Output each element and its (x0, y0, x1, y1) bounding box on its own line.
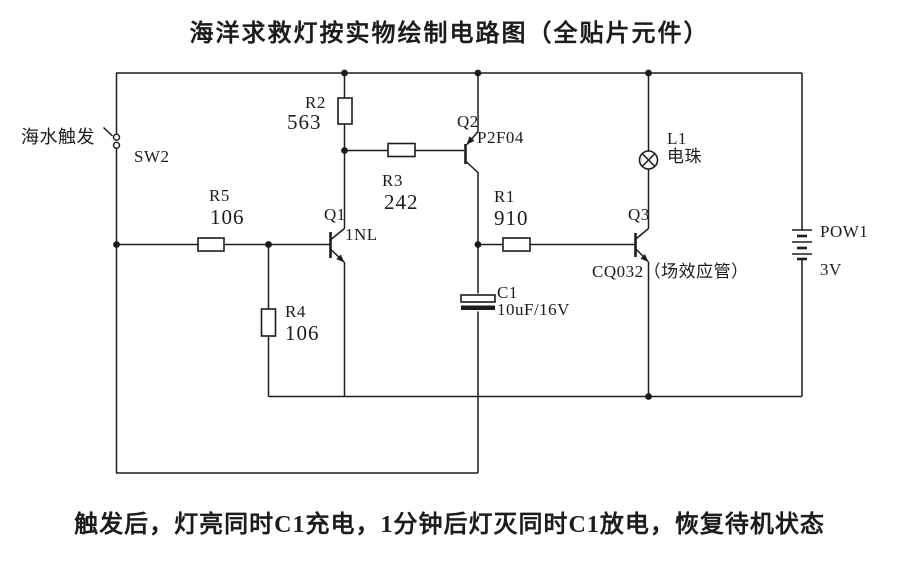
c1-ref-label: C1 (497, 283, 518, 302)
lamp-l1-symbol (638, 150, 659, 170)
junction-dot (474, 69, 482, 77)
capacitor-c1-symbol (460, 293, 496, 312)
resistor-r1-symbol (502, 237, 531, 252)
emitter-arrow-icon (640, 254, 649, 262)
resistor-r4-symbol (260, 308, 277, 337)
r1-value-label: 910 (494, 206, 529, 230)
junction-dot (645, 69, 652, 77)
junction-dot (113, 241, 120, 248)
r1-ref-label: R1 (494, 187, 515, 206)
junction-dot (341, 147, 348, 154)
switch-sw2-symbol (102, 126, 121, 150)
l1-name-label: 电珠 (667, 147, 702, 166)
l1-ref-label: L1 (667, 129, 687, 148)
junction-dot (341, 69, 348, 77)
page-title: 海洋求救灯按实物绘制电路图（全贴片元件） (189, 21, 710, 47)
resistor-r3-symbol (387, 142, 416, 158)
sw2-ref-label: SW2 (134, 147, 170, 166)
r2-ref-label: R2 (305, 93, 326, 112)
pow1-value-label: 3V (820, 260, 842, 279)
q1-ref-label: Q1 (324, 205, 346, 224)
q3-ref-label: Q3 (628, 205, 650, 224)
junction-dot (265, 241, 272, 248)
c1-value-label: 10uF/16V (497, 300, 570, 319)
r3-value-label: 242 (384, 190, 419, 214)
battery-pow1-symbol (790, 229, 814, 261)
emitter-arrow-icon (466, 136, 475, 145)
transistor-q3-symbol (634, 227, 650, 263)
r5-ref-label: R5 (209, 186, 230, 205)
r4-value-label: 106 (285, 321, 320, 345)
r2-value-label: 563 (287, 110, 322, 134)
transistor-q2-symbol (464, 131, 479, 174)
junction-dots (113, 69, 652, 400)
q2-ref-label: Q2 (457, 112, 479, 131)
r4-ref-label: R4 (285, 302, 306, 321)
junction-dot (474, 241, 482, 248)
page-caption: 触发后，灯亮同时C1充电，1分钟后灯灭同时C1放电，恢复待机状态 (74, 512, 825, 538)
junction-dot (645, 393, 652, 400)
r3-ref-label: R3 (382, 171, 403, 190)
q1-part-label: 1NL (345, 225, 378, 244)
q3-part-label: CQ032（场效应管） (592, 262, 749, 281)
q2-part-label: P2F04 (477, 128, 524, 147)
r5-value-label: 106 (210, 205, 245, 229)
transistor-q1-symbol (329, 227, 346, 264)
resistor-r2-symbol (337, 97, 353, 125)
resistor-r5-symbol (197, 237, 225, 252)
emitter-arrow-icon (336, 254, 345, 263)
pow1-ref-label: POW1 (820, 222, 869, 241)
sw2-note-label: 海水触发 (21, 127, 95, 147)
